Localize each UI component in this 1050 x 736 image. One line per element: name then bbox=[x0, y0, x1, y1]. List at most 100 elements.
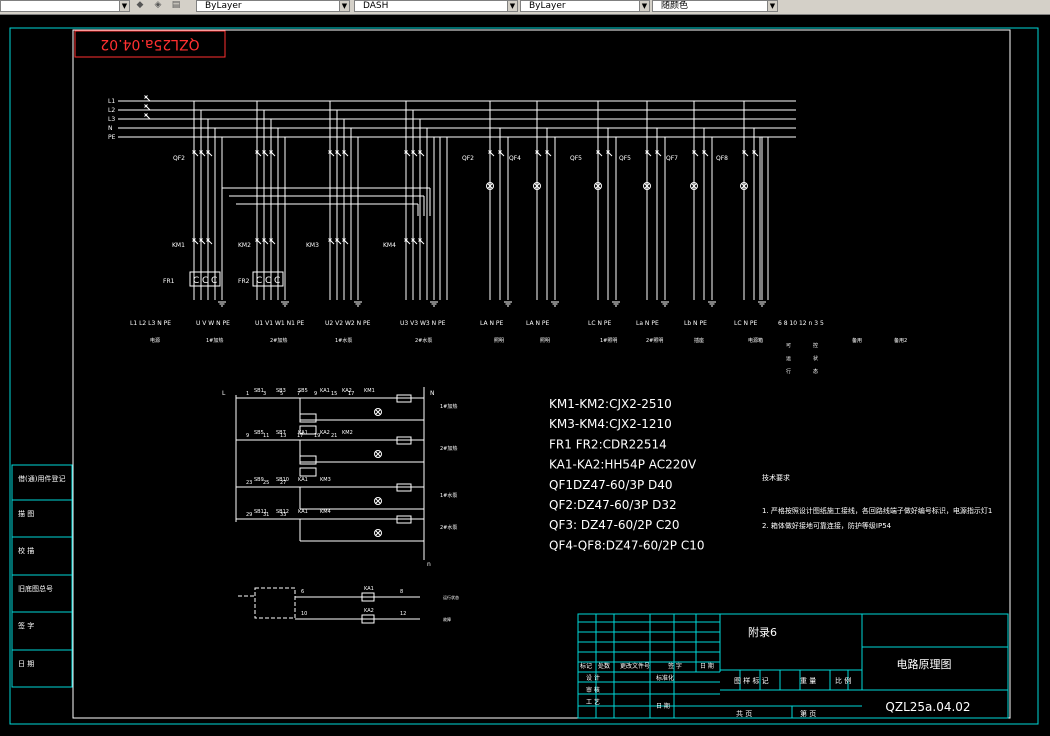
wire-number: 27 bbox=[280, 480, 286, 486]
rev-header: 更改文件号 bbox=[620, 662, 650, 670]
layer-stack-icon[interactable]: ◈ bbox=[154, 0, 162, 10]
breaker-cross bbox=[342, 150, 346, 154]
wire-number: 29 bbox=[246, 512, 252, 518]
overload-element: C bbox=[211, 276, 217, 286]
bus-label: PE bbox=[108, 134, 116, 141]
breaker-cross bbox=[418, 238, 422, 242]
signal-label: 控 bbox=[813, 342, 818, 349]
chevron-down-icon[interactable]: ▼ bbox=[639, 1, 649, 11]
device-label: KA2 bbox=[320, 430, 330, 436]
breaker-cross bbox=[411, 238, 415, 242]
breaker-cross bbox=[199, 150, 203, 154]
breaker-cross bbox=[335, 238, 339, 242]
signal-label: 运 bbox=[786, 355, 791, 362]
strip-label: 借(通)用件登记 bbox=[18, 474, 65, 483]
linestyle-dropdown[interactable]: DASH ▼ bbox=[354, 0, 518, 12]
circuit-name: 电源箱 bbox=[748, 337, 763, 344]
lamp-symbol bbox=[594, 182, 602, 190]
lamp-cross bbox=[741, 183, 747, 189]
lamp-symbol bbox=[643, 182, 651, 190]
tb-row-label: 设 计 bbox=[586, 674, 600, 682]
bus-label: N bbox=[108, 125, 113, 132]
wire-number: 21 bbox=[331, 433, 337, 439]
device-label: KA2 bbox=[364, 608, 374, 614]
lamp-cross bbox=[375, 409, 381, 415]
wire-number: 1 bbox=[246, 391, 249, 397]
device-label: SB10 bbox=[276, 477, 289, 483]
linetype-dropdown[interactable]: ByLayer▼ bbox=[196, 0, 350, 12]
lamp-symbol bbox=[486, 182, 494, 190]
device-label: SB5 bbox=[298, 388, 308, 394]
circuit-name: 2#加热 bbox=[270, 337, 287, 344]
drawing-code: QZL25a.04.02 bbox=[885, 700, 970, 714]
feeder-breaker-label: QF7 bbox=[666, 155, 678, 162]
node-label: N bbox=[430, 390, 435, 397]
terminal-label: LA N PE bbox=[526, 320, 550, 327]
device-label: KA2 bbox=[342, 388, 352, 394]
lineweight-value: ByLayer bbox=[529, 1, 566, 11]
lineweight-dropdown[interactable]: ByLayer ▼ bbox=[520, 0, 650, 12]
wire-number: 19 bbox=[314, 433, 320, 439]
terminal-label: LA N PE bbox=[480, 320, 504, 327]
layer-tool-icon[interactable]: ◆ bbox=[136, 0, 144, 10]
relay-coil bbox=[299, 467, 317, 477]
wire-number: 31 bbox=[263, 512, 269, 518]
chevron-down-icon[interactable]: ▼ bbox=[767, 1, 777, 11]
spec-line: KM3-KM4:CJX2-1210 bbox=[549, 417, 672, 431]
chevron-down-icon[interactable]: ▼ bbox=[119, 1, 129, 11]
overload-label: FR2 bbox=[238, 278, 250, 285]
lamp-cross bbox=[375, 451, 381, 457]
feeder-breaker-label: QF2 bbox=[462, 155, 474, 162]
layer-previous-icon[interactable]: ▤ bbox=[171, 0, 181, 10]
scale-label: 比 例 bbox=[835, 676, 851, 685]
feeder-breaker-label: QF5 bbox=[570, 155, 582, 162]
wire-number: 15 bbox=[331, 391, 337, 397]
lamp-symbol bbox=[374, 497, 382, 505]
lamp-cross bbox=[691, 183, 697, 189]
plotstyle-value: 随颜色 bbox=[661, 1, 689, 11]
circuit-name: 照明 bbox=[540, 338, 550, 344]
device-label: KA1 bbox=[320, 388, 330, 394]
chevron-down-icon[interactable]: ▼ bbox=[339, 1, 349, 11]
wire-number: 3 bbox=[263, 391, 266, 397]
device-label: KA1 bbox=[298, 509, 308, 515]
device-label: SB7 bbox=[276, 430, 286, 436]
layer-dropdown[interactable]: ▼ bbox=[0, 0, 130, 12]
weight-label: 重 量 bbox=[800, 677, 816, 685]
coil-symbol bbox=[396, 515, 412, 524]
signal-label: 可 bbox=[786, 343, 791, 349]
rev-header: 处数 bbox=[598, 662, 610, 670]
device-label: SB5 bbox=[254, 430, 264, 436]
spec-line: QF4-QF8:DZ47-60/2P C10 bbox=[549, 538, 704, 552]
relay-coil bbox=[299, 425, 317, 435]
lamp-cross bbox=[644, 183, 650, 189]
node-label: L bbox=[222, 390, 226, 397]
tb-row-label: 标准化 bbox=[656, 674, 674, 682]
wire-number: 9 bbox=[246, 433, 249, 439]
breaker-cross bbox=[404, 150, 408, 154]
breaker-cross bbox=[752, 150, 756, 154]
inner-border bbox=[72, 29, 1011, 719]
breaker-cross bbox=[328, 238, 332, 242]
device-label: SB1 bbox=[254, 388, 264, 394]
device-label: KM4 bbox=[320, 509, 331, 515]
mirrored-stamp: QZL25a.04.02 bbox=[74, 30, 226, 58]
outer-border bbox=[9, 27, 1039, 725]
strip-label: 描 图 bbox=[18, 509, 34, 518]
device-label: SB9 bbox=[254, 477, 264, 483]
device-label: KA1 bbox=[298, 477, 308, 483]
overload-label: FR1 bbox=[163, 278, 175, 285]
page-number: 第 页 bbox=[800, 709, 816, 718]
linestyle-value: DASH bbox=[363, 1, 389, 11]
chevron-down-icon[interactable]: ▼ bbox=[507, 1, 517, 11]
plotstyle-dropdown[interactable]: 随颜色 ▼ bbox=[652, 0, 778, 12]
breaker-cross bbox=[144, 113, 148, 117]
circuit-name: 1#加热 bbox=[206, 337, 223, 344]
circuit-name: 2#水泵 bbox=[415, 337, 432, 344]
row-name: 1#水泵 bbox=[440, 492, 457, 499]
breaker-cross bbox=[206, 150, 210, 154]
tb-row-label: 审 核 bbox=[586, 686, 600, 694]
stamp-text: QZL25a.04.02 bbox=[100, 36, 199, 52]
